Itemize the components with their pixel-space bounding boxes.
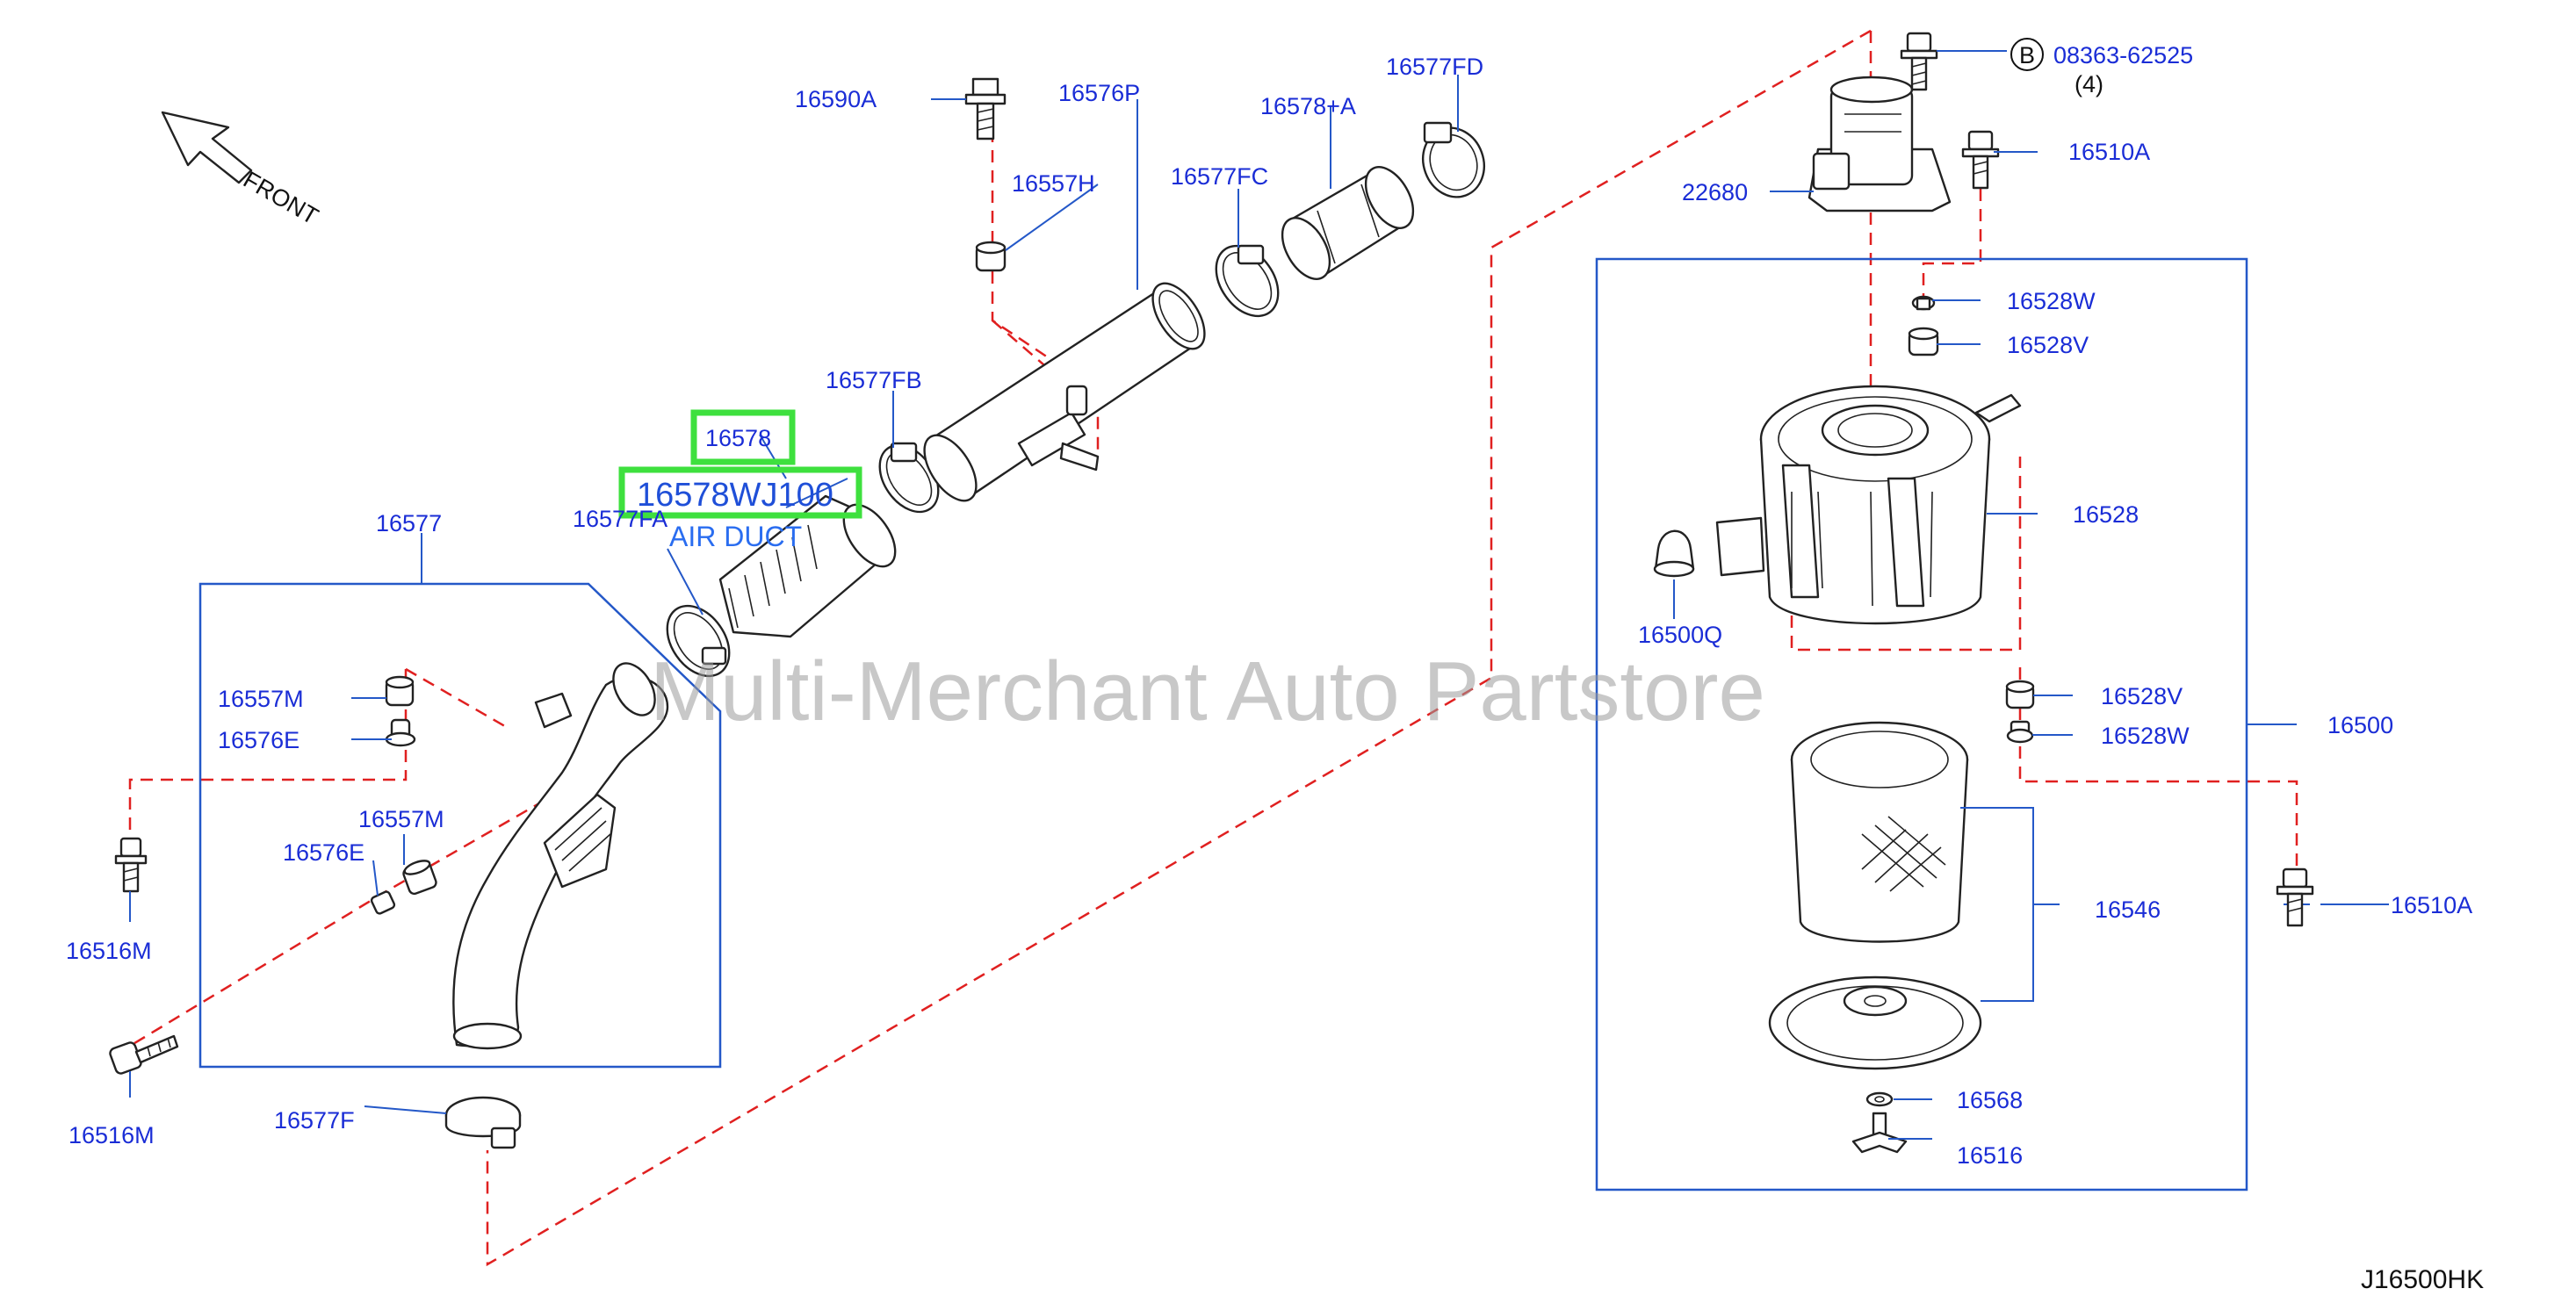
label-16577fc: 16577FC bbox=[1171, 163, 1268, 190]
leader-lines bbox=[129, 50, 2310, 1140]
resonator-16576p-drawing bbox=[923, 282, 1206, 502]
bellows-duct-drawing bbox=[718, 494, 897, 638]
bolt-16590a-drawing bbox=[964, 77, 1007, 140]
grommet-16528v-a-drawing bbox=[1908, 327, 1939, 356]
front-arrow-icon bbox=[161, 111, 253, 184]
label-16590a: 16590A bbox=[795, 86, 877, 112]
washer-16528w-a-drawing bbox=[1911, 295, 1936, 311]
label-16577f: 16577F bbox=[274, 1107, 355, 1134]
highlight-16578wj100 bbox=[618, 466, 862, 519]
label-16578wj100: 16578WJ100 bbox=[637, 477, 833, 514]
bolt-08363-drawing bbox=[1900, 32, 1938, 91]
box-16577 bbox=[198, 582, 722, 1069]
bolt-16510a-a-drawing bbox=[1961, 130, 2000, 190]
label-16500q: 16500Q bbox=[1638, 622, 1722, 648]
grommet-16528v-b-drawing bbox=[2005, 680, 2035, 709]
lower-cover-drawing bbox=[1768, 975, 1982, 1070]
filter-element-16546-drawing bbox=[1790, 721, 1969, 943]
label-16516m-a: 16516M bbox=[66, 938, 152, 964]
watermark: Multi-Merchant Auto Partstore bbox=[650, 644, 1765, 738]
bolt-16516m-b-drawing bbox=[109, 1034, 179, 1075]
label-16528w-a: 16528W bbox=[2007, 288, 2096, 314]
diagram-code: J16500HK bbox=[2361, 1265, 2484, 1294]
highlight-16578 bbox=[690, 409, 796, 465]
front-label: FRONT bbox=[239, 166, 323, 229]
label-16577fb: 16577FB bbox=[826, 367, 922, 393]
bolt-marker-b: B bbox=[2019, 42, 2035, 68]
label-16577: 16577 bbox=[376, 510, 442, 536]
label-16510a-a: 16510A bbox=[2068, 139, 2150, 165]
washer-16528w-b-drawing bbox=[2006, 720, 2034, 744]
label-16578a: 16578+A bbox=[1260, 93, 1356, 119]
clamp-16577fd-drawing bbox=[1422, 121, 1485, 198]
label-16576p: 16576P bbox=[1058, 80, 1140, 106]
cap-16500q-drawing bbox=[1653, 529, 1695, 578]
wing-bolt-16516-drawing bbox=[1851, 1112, 1908, 1154]
label-16500: 16500 bbox=[2327, 712, 2393, 738]
label-16577fd: 16577FD bbox=[1386, 54, 1483, 80]
label-16576e-b: 16576E bbox=[283, 839, 364, 866]
label-16576e-a: 16576E bbox=[218, 727, 299, 753]
clamp-16577fa-drawing bbox=[666, 604, 731, 678]
label-16557h: 16557H bbox=[1012, 170, 1095, 197]
bolt-marker-circle bbox=[2010, 38, 2044, 71]
label-qty-4: (4) bbox=[2075, 71, 2103, 97]
cleaner-upper-housing-16528-drawing bbox=[1715, 385, 2022, 625]
label-16516m-b: 16516M bbox=[69, 1122, 155, 1148]
bushing-16576e-a-drawing bbox=[385, 718, 416, 747]
label-16557m-a: 16557M bbox=[218, 686, 304, 712]
label-16546: 16546 bbox=[2095, 896, 2161, 923]
hose-16578a-drawing bbox=[1281, 166, 1415, 280]
label-16528v-b: 16528V bbox=[2101, 683, 2183, 709]
grommet-16557h-drawing bbox=[975, 241, 1007, 272]
label-16577fa: 16577FA bbox=[573, 506, 667, 532]
bolt-16510a-b-drawing bbox=[2276, 867, 2314, 927]
label-16578: 16578 bbox=[705, 425, 771, 451]
label-16528: 16528 bbox=[2073, 501, 2139, 528]
airflow-sensor-22680-drawing bbox=[1808, 76, 1952, 212]
label-16568: 16568 bbox=[1957, 1087, 2023, 1113]
label-16528w-b: 16528W bbox=[2101, 723, 2190, 749]
washer-16568-drawing bbox=[1865, 1091, 1894, 1107]
bushing-16576e-b-drawing bbox=[370, 890, 396, 915]
label-08363-62525: 08363-62525 bbox=[2053, 42, 2193, 68]
label-16557m-b: 16557M bbox=[358, 806, 444, 832]
label-16516: 16516 bbox=[1957, 1142, 2023, 1169]
grommet-16557m-b-drawing bbox=[402, 860, 437, 896]
label-16528v-a: 16528V bbox=[2007, 332, 2089, 358]
grommet-16557m-a-drawing bbox=[385, 675, 415, 707]
label-22680: 22680 bbox=[1682, 179, 1748, 205]
label-air-duct: AIR DUCT bbox=[669, 521, 802, 552]
bolt-16516m-a-drawing bbox=[114, 837, 148, 893]
clamp-16577fb-drawing bbox=[878, 442, 940, 514]
air-duct-16577-drawing bbox=[452, 662, 669, 1050]
clamp-16577f-drawing bbox=[444, 1096, 522, 1149]
clamp-16577fc-drawing bbox=[1215, 244, 1280, 318]
label-16510a-b: 16510A bbox=[2391, 892, 2472, 918]
